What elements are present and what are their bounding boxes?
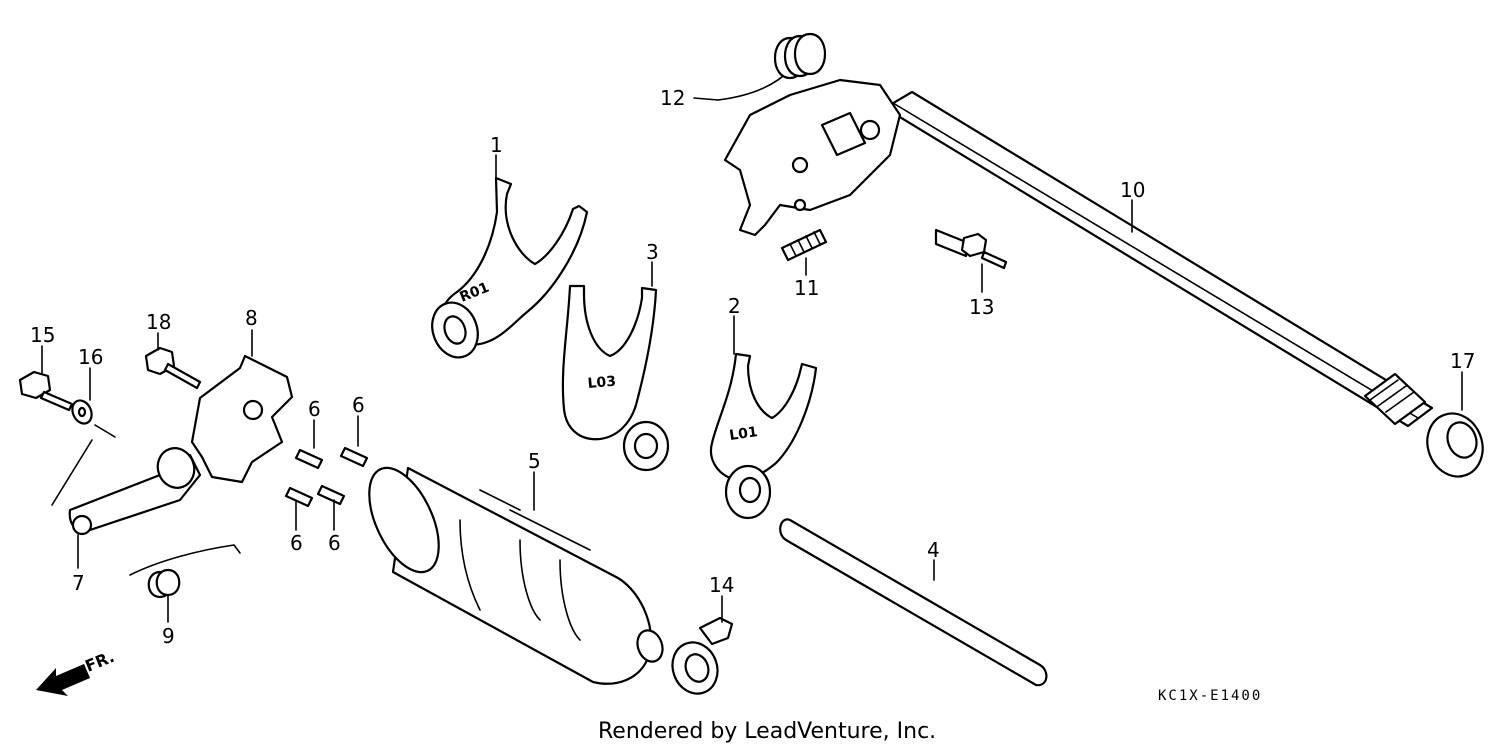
callout-6d: 6 (328, 531, 341, 555)
callout-14: 14 (709, 573, 734, 597)
bolt-18[interactable] (144, 346, 202, 390)
gearshift-spindle[interactable] (883, 90, 1434, 428)
credit-text: Rendered by LeadVenture, Inc. (598, 719, 936, 744)
fork-shaft[interactable] (779, 518, 1048, 687)
callout-18: 18 (146, 310, 171, 334)
shift-fork-r01[interactable]: R01 (425, 176, 589, 364)
callout-12: 12 (660, 86, 685, 110)
washer-16[interactable] (69, 397, 95, 426)
fork-stamp-l03: L03 (587, 374, 617, 392)
callout-17: 17 (1450, 349, 1475, 373)
callout-3: 3 (646, 240, 659, 264)
callout-15: 15 (30, 323, 55, 347)
callout-4: 4 (927, 538, 940, 562)
callout-5: 5 (528, 449, 541, 473)
shift-fork-l01[interactable]: L01 (709, 352, 818, 520)
stopper-pin[interactable] (934, 228, 1008, 270)
callout-7: 7 (72, 571, 85, 595)
callout-10: 10 (1120, 178, 1145, 202)
leader-lines (41, 97, 1463, 623)
callout-6b: 6 (352, 393, 365, 417)
callout-11: 11 (794, 276, 819, 300)
callout-labels: 1 2 3 4 5 6 6 6 6 7 8 9 10 11 12 13 14 1… (30, 86, 1475, 648)
drum-stopper-plate[interactable] (665, 616, 734, 700)
callout-8: 8 (245, 306, 258, 330)
stopper-arm[interactable] (51, 424, 202, 536)
return-spring[interactable] (717, 32, 826, 101)
arm-spring[interactable] (780, 228, 828, 262)
stopper-arm-plate[interactable] (190, 354, 294, 484)
bolt-15[interactable] (18, 370, 74, 412)
front-direction-indicator: FR. (36, 647, 117, 696)
shift-drum[interactable] (355, 457, 667, 685)
callout-16: 16 (78, 345, 103, 369)
stopper-spring[interactable] (129, 544, 241, 599)
arrow-icon (36, 664, 90, 696)
callout-6c: 6 (290, 531, 303, 555)
shift-fork-l03[interactable]: L03 (561, 284, 670, 472)
callout-6a: 6 (308, 397, 321, 421)
callout-2: 2 (728, 294, 741, 318)
reference-code: KC1X-E1400 (1158, 688, 1262, 704)
front-label: FR. (82, 647, 117, 676)
fork-stamp-l01: L01 (728, 424, 758, 444)
gearshift-arm[interactable] (723, 78, 902, 237)
callout-9: 9 (162, 624, 175, 648)
dowel-pins[interactable] (284, 446, 369, 508)
callout-13: 13 (969, 295, 994, 319)
callout-1: 1 (490, 133, 503, 157)
oil-seal[interactable] (1419, 406, 1492, 485)
